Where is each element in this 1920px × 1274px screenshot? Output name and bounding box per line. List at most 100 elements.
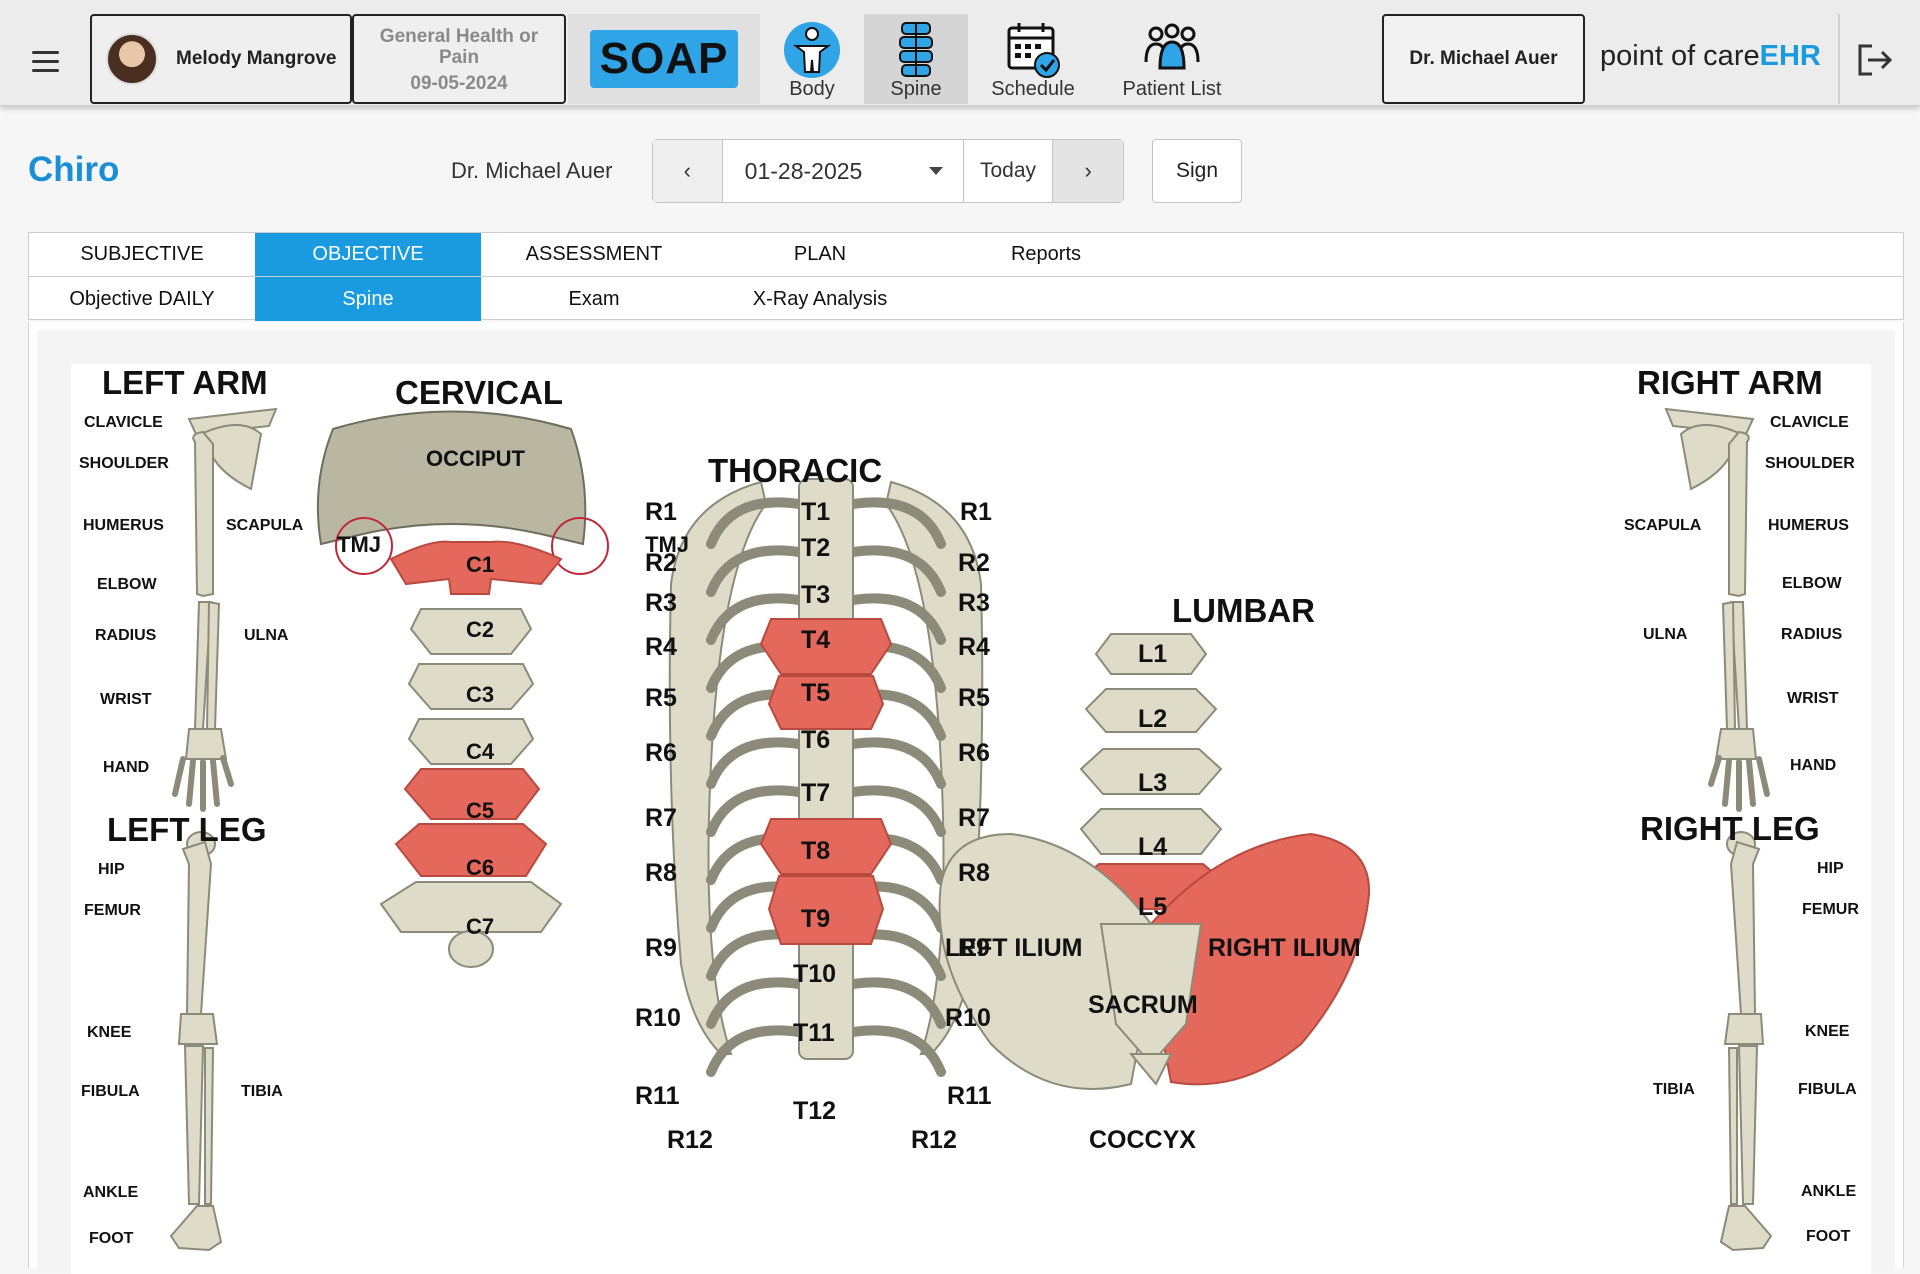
- tab-spine[interactable]: Spine: [255, 277, 481, 321]
- today-button[interactable]: Today: [963, 140, 1054, 202]
- vertebra-c5[interactable]: C5: [466, 798, 495, 823]
- right-ulna-label[interactable]: ULNA: [1643, 626, 1688, 643]
- soap-nav[interactable]: SOAP: [568, 14, 760, 104]
- vertebra-c6[interactable]: C6: [466, 855, 495, 880]
- next-date-button[interactable]: ›: [1053, 140, 1123, 202]
- vertebra-c1[interactable]: C1: [466, 552, 495, 577]
- logout-icon[interactable]: [1852, 40, 1900, 80]
- left-femur-label[interactable]: FEMUR: [84, 902, 141, 919]
- left-hip-label[interactable]: HIP: [98, 861, 125, 878]
- vertebra-t10[interactable]: T10: [793, 960, 837, 988]
- left-scapula-label[interactable]: SCAPULA: [226, 517, 304, 534]
- rib-right-r8[interactable]: R8: [958, 859, 990, 887]
- rib-left-r8[interactable]: R8: [645, 859, 677, 887]
- rib-left-r2[interactable]: R2: [645, 549, 677, 577]
- vertebra-t6[interactable]: T6: [801, 726, 831, 754]
- rib-left-r3[interactable]: R3: [645, 589, 677, 617]
- left-hand-label[interactable]: HAND: [103, 759, 150, 776]
- tab-xray-analysis[interactable]: X-Ray Analysis: [752, 287, 888, 310]
- nav-schedule[interactable]: Schedule: [978, 14, 1088, 104]
- vertebra-l3[interactable]: L3: [1138, 769, 1168, 797]
- nav-body[interactable]: Body: [770, 14, 854, 104]
- vertebra-t5[interactable]: T5: [801, 679, 831, 707]
- tab-reports[interactable]: Reports: [1010, 243, 1082, 265]
- vertebra-l5[interactable]: L5: [1138, 893, 1168, 921]
- left-tmj-label[interactable]: TMJ: [337, 532, 381, 557]
- right-ankle-label[interactable]: ANKLE: [1801, 1183, 1857, 1200]
- vertebra-t4[interactable]: T4: [801, 626, 831, 654]
- right-humerus-label[interactable]: HUMERUS: [1768, 517, 1849, 534]
- occiput-label[interactable]: OCCIPUT: [426, 446, 525, 471]
- right-tmj-label[interactable]: TMJ: [645, 532, 689, 557]
- left-tibia-label[interactable]: TIBIA: [241, 1083, 283, 1100]
- rib-right-r9[interactable]: R9: [958, 934, 990, 962]
- rib-right-r5[interactable]: R5: [958, 684, 990, 712]
- left-radius-label[interactable]: RADIUS: [95, 627, 157, 644]
- right-elbow-label[interactable]: ELBOW: [1782, 575, 1842, 592]
- vertebra-c7[interactable]: C7: [466, 914, 495, 939]
- rib-left-r10[interactable]: R10: [635, 1004, 681, 1032]
- rib-left-r1[interactable]: R1: [645, 498, 677, 526]
- rib-right-r4[interactable]: R4: [958, 633, 990, 661]
- rib-left-r7[interactable]: R7: [645, 804, 677, 832]
- left-fibula-label[interactable]: FIBULA: [81, 1083, 140, 1100]
- vertebra-t8[interactable]: T8: [801, 837, 831, 865]
- right-foot-label[interactable]: FOOT: [1806, 1228, 1851, 1245]
- nav-patient-list[interactable]: Patient List: [1110, 14, 1234, 104]
- vertebra-t2[interactable]: T2: [801, 534, 831, 562]
- left-wrist-label[interactable]: WRIST: [100, 691, 152, 708]
- nav-spine[interactable]: Spine: [864, 14, 968, 104]
- tab-exam[interactable]: Exam: [568, 287, 620, 310]
- vertebra-t11[interactable]: T11: [793, 1019, 835, 1047]
- coccyx-label[interactable]: COCCYX: [1089, 1126, 1196, 1154]
- left-elbow-label[interactable]: ELBOW: [97, 576, 157, 593]
- right-femur-label[interactable]: FEMUR: [1802, 901, 1859, 918]
- right-radius-label[interactable]: RADIUS: [1781, 626, 1843, 643]
- right-clavicle-label[interactable]: CLAVICLE: [1770, 414, 1849, 431]
- rib-left-r9[interactable]: R9: [645, 934, 677, 962]
- patient-selector[interactable]: Melody Mangrove: [90, 14, 352, 104]
- rib-left-r6[interactable]: R6: [645, 739, 677, 767]
- rib-right-r3[interactable]: R3: [958, 589, 990, 617]
- vertebra-t9[interactable]: T9: [801, 905, 831, 933]
- previous-date-button[interactable]: ‹: [653, 140, 723, 202]
- vertebra-c3[interactable]: C3: [466, 682, 495, 707]
- right-tibia-label[interactable]: TIBIA: [1653, 1081, 1695, 1098]
- doctor-selector[interactable]: Dr. Michael Auer: [1382, 14, 1585, 104]
- rib-left-r4[interactable]: R4: [645, 633, 677, 661]
- rib-right-r10[interactable]: R10: [945, 1004, 991, 1032]
- left-foot-label[interactable]: FOOT: [89, 1230, 134, 1247]
- right-ilium-label[interactable]: RIGHT ILIUM: [1208, 934, 1361, 962]
- rib-right-r6[interactable]: R6: [958, 739, 990, 767]
- sign-button[interactable]: Sign: [1152, 139, 1242, 203]
- vertebra-t7[interactable]: T7: [801, 779, 831, 807]
- left-ilium-label[interactable]: LEFT ILIUM: [945, 934, 1083, 962]
- rib-left-r11[interactable]: R11: [635, 1082, 680, 1110]
- left-shoulder-label[interactable]: SHOULDER: [79, 455, 169, 472]
- right-wrist-label[interactable]: WRIST: [1787, 690, 1839, 707]
- left-ankle-label[interactable]: ANKLE: [83, 1184, 139, 1201]
- left-clavicle-label[interactable]: CLAVICLE: [84, 414, 163, 431]
- right-fibula-label[interactable]: FIBULA: [1798, 1081, 1857, 1098]
- tab-subjective[interactable]: SUBJECTIVE: [80, 243, 204, 265]
- vertebra-t1[interactable]: T1: [801, 498, 831, 526]
- rib-right-r2[interactable]: R2: [958, 549, 990, 577]
- tab-objective-daily[interactable]: Objective DAILY: [69, 287, 215, 310]
- vertebra-l4[interactable]: L4: [1138, 833, 1168, 861]
- rib-left-r5[interactable]: R5: [645, 684, 677, 712]
- vertebra-c2[interactable]: C2: [466, 617, 495, 642]
- vertebra-l2[interactable]: L2: [1138, 705, 1168, 733]
- visit-selector[interactable]: General Health or Pain 09-05-2024: [352, 14, 566, 104]
- soap-button[interactable]: SOAP: [590, 30, 738, 88]
- tab-plan[interactable]: PLAN: [793, 243, 847, 265]
- left-knee-label[interactable]: KNEE: [87, 1024, 132, 1041]
- vertebra-t3[interactable]: T3: [801, 581, 831, 609]
- tab-objective[interactable]: OBJECTIVE: [255, 233, 481, 276]
- right-scapula-label[interactable]: SCAPULA: [1624, 517, 1702, 534]
- tab-assessment[interactable]: ASSESSMENT: [525, 243, 663, 265]
- right-shoulder-label[interactable]: SHOULDER: [1765, 455, 1855, 472]
- rib-right-r7[interactable]: R7: [958, 804, 990, 832]
- rib-right-r12[interactable]: R12: [911, 1126, 957, 1154]
- rib-right-r1[interactable]: R1: [960, 498, 992, 526]
- sacrum-label[interactable]: SACRUM: [1088, 991, 1198, 1019]
